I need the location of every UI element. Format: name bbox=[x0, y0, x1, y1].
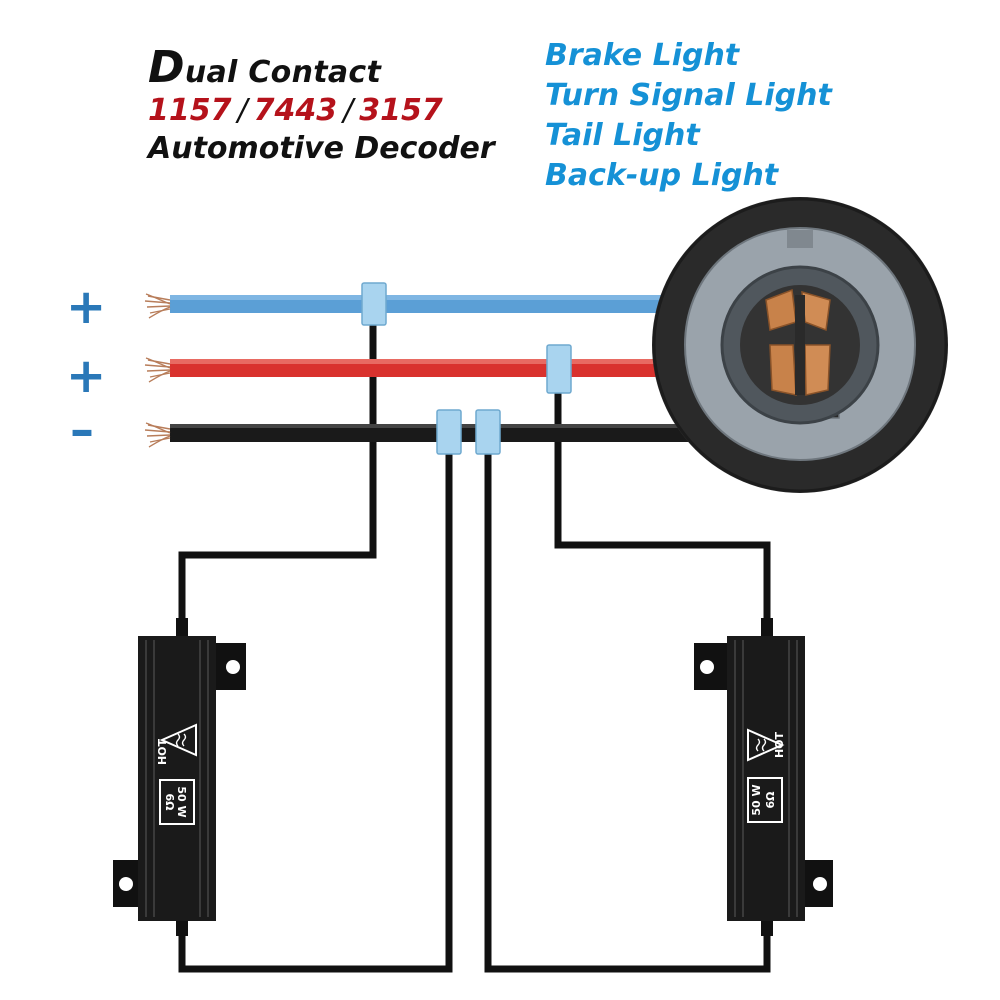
resistor-left-power: 50 W bbox=[175, 786, 188, 817]
red-wire-highlight bbox=[170, 359, 670, 364]
stripped-wire-ends bbox=[144, 293, 171, 448]
title-models: 1157/7443/3157 bbox=[148, 96, 495, 126]
resistor-right-resistance: 6Ω bbox=[764, 791, 777, 809]
negative-sign-wire-3: – bbox=[70, 402, 94, 458]
resistor-right-rating-box bbox=[747, 777, 783, 823]
resistor-right-top-cap bbox=[761, 618, 773, 638]
application-item: Tail Light bbox=[545, 118, 700, 153]
resistor-left-rating-box bbox=[159, 779, 195, 825]
resistor-left-resistance: 6Ω bbox=[163, 793, 176, 811]
resistor-right-power: 50 W bbox=[750, 784, 763, 815]
resistor-left-hot-label: HOT bbox=[156, 738, 169, 765]
resistor-right-mount-hole-bottom bbox=[813, 877, 827, 891]
left-resistor-bottom-lead bbox=[178, 450, 453, 973]
tap-connector-red bbox=[546, 344, 572, 394]
resistor-right-hot-label: HOT bbox=[773, 731, 786, 758]
tap-connector-black-1 bbox=[436, 409, 462, 455]
diagram-title: Dual Contact 1157/7443/3157 Automotive D… bbox=[148, 46, 495, 164]
resistor-left-mount-hole-bottom bbox=[119, 877, 133, 891]
socket-tab-top bbox=[787, 230, 813, 248]
title-rest: ual Contact bbox=[184, 55, 382, 90]
title-initial: D bbox=[148, 42, 185, 93]
model-3157: 3157 bbox=[359, 93, 443, 128]
socket-contact-lower-left bbox=[769, 344, 797, 396]
positive-sign-wire-1: + bbox=[66, 279, 107, 335]
blue-wire-highlight bbox=[170, 295, 670, 300]
positive-sign-wire-2: + bbox=[66, 348, 107, 404]
application-item: Turn Signal Light bbox=[545, 78, 832, 113]
socket-divider bbox=[795, 295, 805, 395]
bulb-socket bbox=[652, 197, 948, 493]
tap-connector-black-2 bbox=[475, 409, 501, 455]
resistor-left: HOT 50 W 6Ω bbox=[113, 618, 246, 936]
stripped-end-black bbox=[144, 422, 171, 448]
resistor-left-body bbox=[138, 636, 216, 921]
model-separator: / bbox=[343, 93, 354, 128]
hot-warning-icon bbox=[747, 728, 785, 762]
right-resistor-bottom-lead bbox=[484, 450, 771, 973]
applications-list: Brake Light Turn Signal Light Tail Light… bbox=[545, 36, 832, 196]
right-resistor-top-lead bbox=[554, 392, 771, 625]
model-7443: 7443 bbox=[253, 93, 338, 128]
model-1157: 1157 bbox=[148, 93, 232, 128]
title-line-1: Dual Contact bbox=[148, 46, 495, 90]
application-item: Brake Light bbox=[545, 38, 740, 73]
model-separator: / bbox=[237, 93, 248, 128]
stripped-end-blue bbox=[144, 293, 171, 319]
application-item: Back-up Light bbox=[545, 158, 779, 193]
resistor-left-top-cap bbox=[176, 618, 188, 638]
resistor-right-mount-hole-top bbox=[700, 660, 714, 674]
title-subtitle: Automotive Decoder bbox=[148, 131, 495, 166]
tap-connector-blue bbox=[361, 282, 387, 326]
hot-warning-icon bbox=[159, 723, 197, 757]
resistor-left-mount-hole-top bbox=[226, 660, 240, 674]
resistor-left-fins bbox=[145, 640, 209, 917]
resistor-right: HOT 50 W 6Ω bbox=[694, 618, 833, 936]
resistor-right-fins bbox=[734, 640, 798, 917]
stripped-end-red bbox=[144, 357, 171, 383]
socket-rim bbox=[652, 197, 948, 493]
socket-contact-lower-right bbox=[804, 344, 831, 396]
tap-connectors bbox=[361, 282, 572, 455]
